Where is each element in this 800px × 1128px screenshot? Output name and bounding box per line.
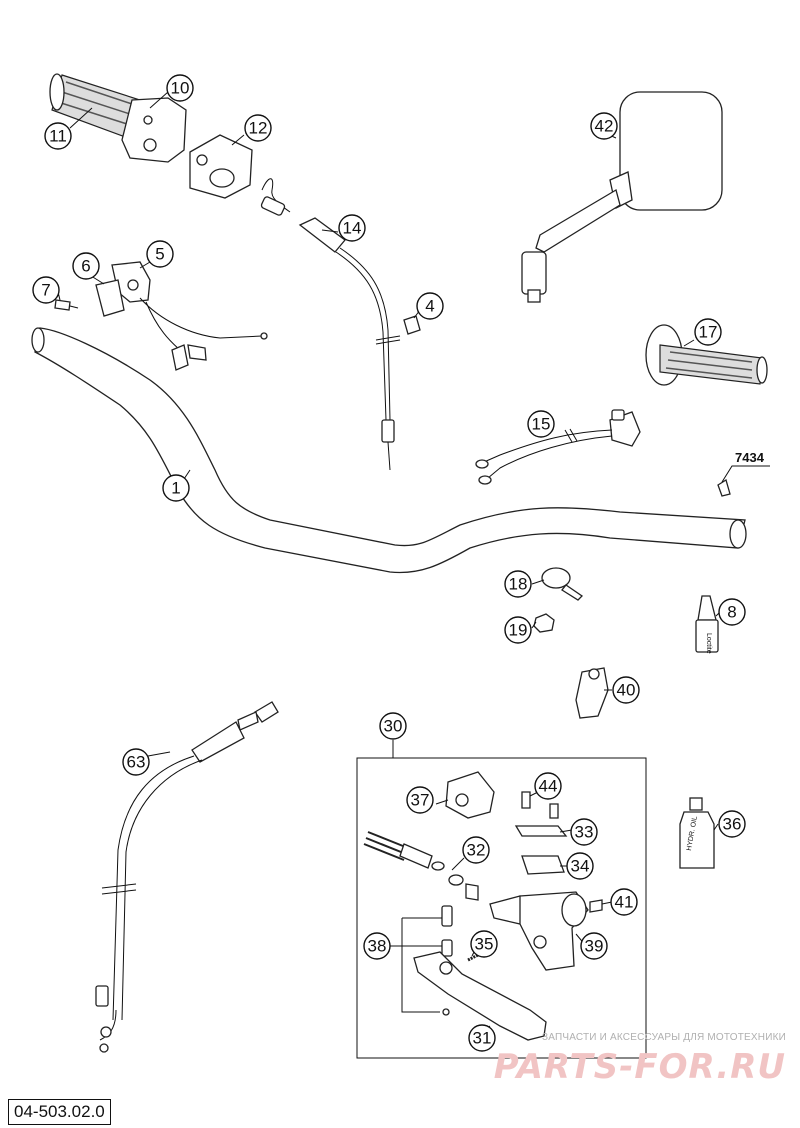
piston-kit xyxy=(363,831,479,901)
part-code-label: 7434 xyxy=(735,450,765,465)
mirror-clamp xyxy=(575,667,609,719)
callout-label-35: 35 xyxy=(475,935,494,954)
watermark-brand: PARTS-FOR.RU xyxy=(493,1047,786,1087)
callout-label-30: 30 xyxy=(384,717,403,736)
callout-63: 63 xyxy=(122,748,150,776)
callout-label-31: 31 xyxy=(473,1029,492,1048)
callout-label-37: 37 xyxy=(411,791,430,810)
nut xyxy=(533,613,555,633)
callout-label-10: 10 xyxy=(171,79,190,98)
callout-label-8: 8 xyxy=(727,603,736,622)
left-grip xyxy=(645,324,768,386)
callout-label-63: 63 xyxy=(127,753,146,772)
handlebar xyxy=(31,327,747,574)
callout-36: 36 xyxy=(718,810,746,838)
tube-label: Loctite xyxy=(705,633,712,654)
callout-7: 7 xyxy=(32,276,60,304)
watermark-caption: ЗАПЧАСТИ И АКСЕССУАРЫ ДЛЯ МОТОТЕХНИКИ xyxy=(541,1032,786,1043)
callout-label-6: 6 xyxy=(81,257,90,276)
callout-31: 31 xyxy=(468,1024,496,1052)
switch-with-cable xyxy=(475,409,641,485)
callout-40: 40 xyxy=(612,676,640,704)
callout-35: 35 xyxy=(470,930,498,958)
callout-label-42: 42 xyxy=(595,117,614,136)
brake-assembly-box xyxy=(356,740,647,1059)
callout-1: 1 xyxy=(162,474,190,502)
callout-5: 5 xyxy=(146,240,174,268)
reference-code: 04-503.02.0 xyxy=(8,1099,111,1125)
mirror xyxy=(521,91,723,303)
clutch-cable xyxy=(95,701,279,1053)
callout-18: 18 xyxy=(504,570,532,598)
callout-label-14: 14 xyxy=(343,219,362,238)
callout-label-12: 12 xyxy=(249,119,268,138)
callout-label-44: 44 xyxy=(539,777,558,796)
throttle-cable xyxy=(260,178,401,471)
code-part: 7434 xyxy=(717,450,770,497)
callout-label-18: 18 xyxy=(509,575,528,594)
callout-label-11: 11 xyxy=(49,127,67,146)
callout-37: 37 xyxy=(406,786,434,814)
cable-tie xyxy=(541,567,584,601)
master-cylinder xyxy=(489,891,589,971)
callout-label-39: 39 xyxy=(585,937,604,956)
callout-19: 19 xyxy=(504,616,532,644)
callout-label-36: 36 xyxy=(723,815,742,834)
clamp-screw xyxy=(54,299,79,311)
loctite-tube: Loctite xyxy=(695,595,719,654)
callout-41: 41 xyxy=(610,888,638,916)
callout-label-1: 1 xyxy=(171,479,180,498)
cable-adjuster xyxy=(403,315,421,335)
callout-11: 11 xyxy=(44,122,72,150)
callout-label-7: 7 xyxy=(41,281,50,300)
callout-10: 10 xyxy=(166,74,194,102)
callout-39: 39 xyxy=(580,932,608,960)
watermark: ЗАПЧАСТИ И АКСЕССУАРЫ ДЛЯ МОТОТЕХНИКИ PA… xyxy=(486,1032,786,1087)
callout-label-17: 17 xyxy=(699,323,718,342)
reservoir-cover xyxy=(514,825,568,837)
callout-30: 30 xyxy=(379,712,407,740)
reservoir-screws xyxy=(521,791,559,819)
callout-label-15: 15 xyxy=(532,415,551,434)
callout-8: 8 xyxy=(718,598,746,626)
callout-14: 14 xyxy=(338,214,366,242)
switch-clamp xyxy=(95,261,268,371)
callout-label-40: 40 xyxy=(617,681,636,700)
callout-6: 6 xyxy=(72,252,100,280)
brake-lever xyxy=(413,951,547,1041)
callout-44: 44 xyxy=(534,772,562,800)
callout-38: 38 xyxy=(363,932,391,960)
callout-33: 33 xyxy=(570,818,598,846)
callout-34: 34 xyxy=(566,852,594,880)
callout-label-19: 19 xyxy=(509,621,528,640)
lever-pivot xyxy=(390,905,453,1013)
callout-label-34: 34 xyxy=(571,857,590,876)
callout-4: 4 xyxy=(416,292,444,320)
master-cylinder-clamp xyxy=(445,771,495,819)
callout-17: 17 xyxy=(694,318,722,346)
throttle-cover xyxy=(189,134,253,199)
callout-42: 42 xyxy=(590,112,618,140)
callout-32: 32 xyxy=(462,836,490,864)
throttle-grip xyxy=(49,73,141,139)
callout-15: 15 xyxy=(527,410,555,438)
master-cylinder-screw xyxy=(589,899,603,913)
callout-12: 12 xyxy=(244,114,272,142)
callout-label-33: 33 xyxy=(575,823,594,842)
callout-label-5: 5 xyxy=(155,245,164,264)
callout-label-38: 38 xyxy=(368,937,387,956)
throttle-housing xyxy=(121,97,187,163)
hydraulic-oil-bottle: HYDR. OIL xyxy=(679,797,715,869)
callout-label-41: 41 xyxy=(615,893,634,912)
callout-label-4: 4 xyxy=(425,297,434,316)
reservoir-membrane xyxy=(521,855,565,875)
callout-label-32: 32 xyxy=(467,841,486,860)
